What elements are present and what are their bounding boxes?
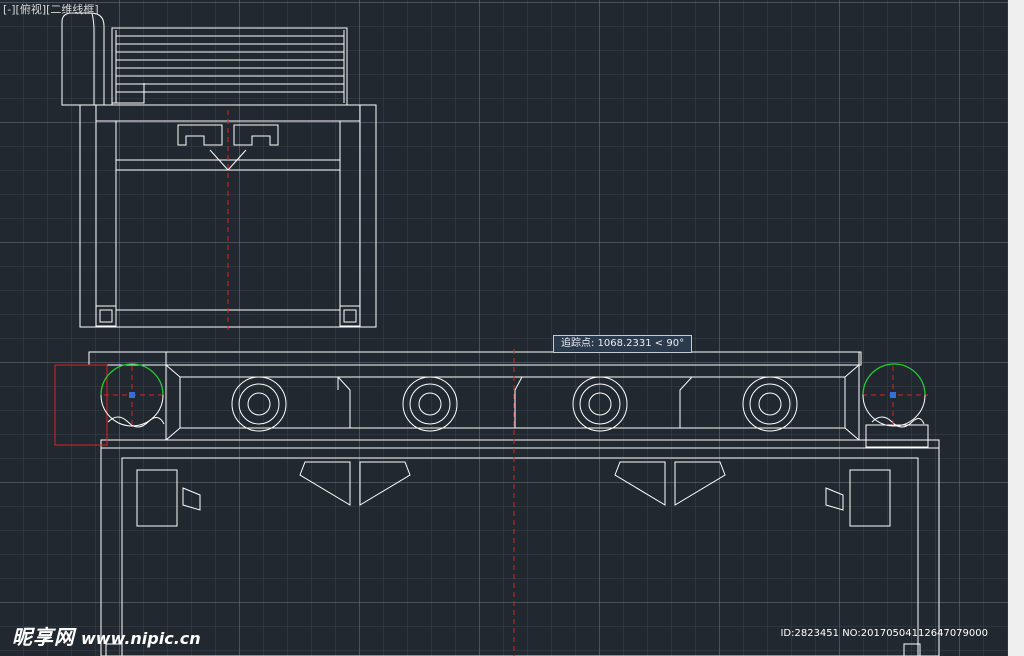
watermark-brand: 昵享网	[12, 625, 75, 649]
watermark-url: www.nipic.cn	[81, 629, 201, 648]
tracking-tooltip: 追踪点: 1068.2331 < 90°	[553, 335, 693, 353]
selection-box[interactable]	[54, 364, 108, 446]
vertical-scrollbar[interactable]	[1008, 0, 1024, 656]
carved-medallions	[231, 376, 798, 432]
grips[interactable]	[129, 392, 896, 398]
side-view	[61, 12, 377, 328]
watermark-id: ID:2823451 NO:20170504112647079000	[780, 628, 988, 639]
viewport-label[interactable]: [-][俯视][二维线框]	[3, 3, 99, 16]
center-lines	[104, 110, 928, 656]
selected-circles[interactable]	[100, 363, 926, 396]
watermark: 昵享网 www.nipic.cn	[12, 621, 201, 650]
front-view	[88, 351, 940, 656]
